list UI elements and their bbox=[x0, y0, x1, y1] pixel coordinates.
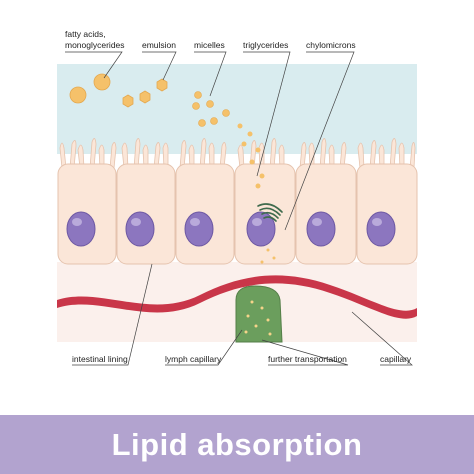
title-bar: Lipid absorption bbox=[0, 415, 474, 474]
microvilli bbox=[59, 138, 416, 169]
label-lymph-capillary: lymph capillary bbox=[165, 354, 222, 364]
nucleus bbox=[66, 211, 96, 247]
fat-droplet bbox=[93, 73, 111, 91]
triglyceride bbox=[255, 183, 261, 189]
triglyceride bbox=[247, 131, 253, 137]
label-chylomicrons: chylomicrons bbox=[306, 40, 356, 50]
micelle bbox=[194, 91, 202, 99]
triglyceride bbox=[249, 159, 255, 165]
lymph-capillary bbox=[235, 285, 283, 343]
page-title: Lipid absorption bbox=[111, 426, 363, 462]
chylomicron-dots bbox=[260, 248, 276, 264]
blood-capillary bbox=[57, 275, 417, 319]
intestinal-cells bbox=[57, 163, 418, 265]
micelle bbox=[210, 117, 218, 125]
triglyceride bbox=[259, 173, 265, 179]
label-further-transportation: further transportation bbox=[268, 354, 347, 364]
nucleus bbox=[125, 211, 155, 247]
fat-droplet bbox=[69, 86, 87, 104]
emulsion-droplet bbox=[122, 94, 134, 108]
label-fatty-acids-line1: fatty acids, bbox=[65, 29, 106, 39]
lymph-particles bbox=[244, 300, 272, 336]
nucleus bbox=[184, 211, 214, 247]
chylomicron bbox=[272, 256, 276, 260]
chylomicron bbox=[266, 248, 270, 252]
emulsion-droplets bbox=[122, 78, 168, 108]
micelle bbox=[206, 100, 214, 108]
nucleus-highlights bbox=[72, 218, 382, 226]
emulsion-droplet bbox=[156, 78, 168, 92]
fatty-acid-droplets bbox=[69, 73, 111, 104]
label-micelles: micelles bbox=[194, 40, 225, 50]
nucleus bbox=[366, 211, 396, 247]
triglyceride bbox=[255, 147, 261, 153]
label-fatty-acids-line2: monoglycerides bbox=[65, 40, 125, 50]
emulsion-droplet bbox=[139, 90, 151, 104]
triglyceride bbox=[237, 123, 243, 129]
micelle-droplets bbox=[192, 91, 230, 127]
triglyceride bbox=[241, 141, 247, 147]
golgi-apparatus bbox=[257, 203, 283, 222]
label-intestinal-lining: intestinal lining bbox=[72, 354, 128, 364]
chylomicron bbox=[260, 260, 264, 264]
label-emulsion: emulsion bbox=[142, 40, 176, 50]
micelle bbox=[192, 102, 200, 110]
leader-lines bbox=[65, 51, 413, 366]
label-capillary: capillary bbox=[380, 354, 412, 364]
micelle bbox=[198, 119, 206, 127]
intestinal-lumen bbox=[57, 64, 417, 154]
nucleus bbox=[306, 211, 336, 247]
micelle bbox=[222, 109, 230, 117]
label-triglycerides: triglycerides bbox=[243, 40, 288, 50]
triglyceride-dots bbox=[237, 123, 265, 189]
